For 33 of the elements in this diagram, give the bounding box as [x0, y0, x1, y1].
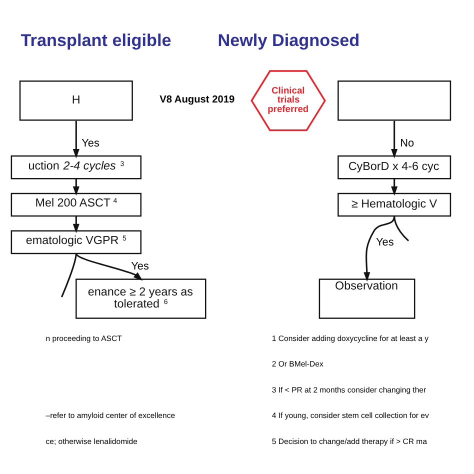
label: n proceeding to ASCT [46, 333, 122, 342]
arrow [72, 120, 80, 158]
arrow [72, 178, 80, 196]
arrow [364, 215, 396, 282]
label: Transplant eligible [20, 29, 172, 50]
label: V8 August 2019 [160, 94, 235, 106]
edge-label: No [400, 136, 414, 149]
edge-label: Yes [131, 260, 149, 272]
edge-label: Yes [376, 236, 394, 248]
node-box: ≥ Hematologic V [338, 192, 452, 216]
label: 2 Or BMel-Dex [272, 359, 324, 368]
node-box: enance ≥ 2 years as tolerated $^{6}$ [76, 278, 206, 318]
node-box: ematologic VGPR $^{5}$ [10, 230, 142, 254]
label: 3 If < PR at 2 months consider changing ther [272, 384, 426, 394]
edge-label: Yes [82, 136, 100, 149]
connector [394, 216, 410, 241]
label: 4 If young, consider stem cell collection for ev [272, 410, 429, 420]
label: 1 Consider adding doxycycline for at least a y [272, 333, 428, 342]
arrow [72, 216, 80, 233]
node-box: H [19, 80, 133, 120]
label: ce; otherwise lenalidomide [46, 436, 138, 446]
node-box: CyBorD x 4-6 cyc [338, 154, 452, 179]
node-box: Observation [318, 278, 416, 318]
label: 5 Decision to change/add therapy if > CR ma [272, 436, 427, 446]
label: Newly Diagnosed [218, 29, 360, 50]
node-box: uction 2-4 cycles $^{3}$ [10, 154, 142, 179]
arrow [391, 120, 398, 158]
connector [61, 252, 77, 297]
arrow [391, 178, 398, 196]
arrow [75, 252, 143, 280]
label: –refer to amyloid center of excellence [46, 410, 176, 420]
node-box: Mel 200 ASCT $^{4}$ [10, 192, 142, 216]
node-box [338, 80, 452, 120]
